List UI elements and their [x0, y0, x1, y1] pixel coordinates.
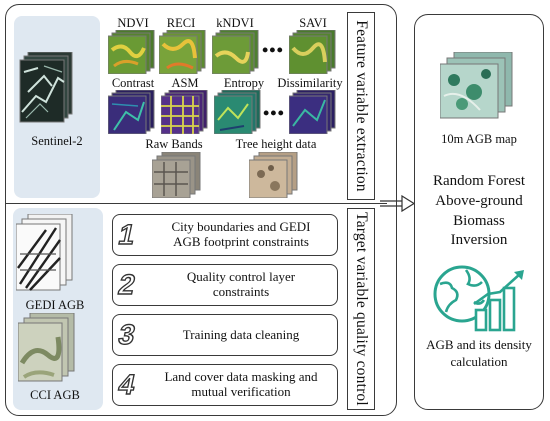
step-4-number: 4 — [115, 368, 139, 400]
section-divider — [5, 203, 387, 204]
feature-label-contrast: Contrast — [111, 76, 155, 90]
dissimilarity-thumbnail — [289, 90, 336, 134]
arrow-right-icon — [380, 195, 416, 213]
agb-map-label: 10m AGB map — [441, 132, 517, 146]
model-text: Random Forest Above-ground Biomass Inver… — [432, 173, 526, 249]
step-2-number: 2 — [115, 268, 139, 300]
right-panel — [414, 14, 544, 410]
feature-label-tree-height: Tree height data — [235, 137, 317, 151]
cci-label: CCI AGB — [30, 388, 80, 402]
feature-label-reci: RECI — [166, 16, 196, 30]
calc-text: AGB and its density calculation — [426, 337, 532, 370]
kndvi-thumbnail — [212, 30, 259, 74]
step-4: 4 Land cover data masking and mutual ver… — [112, 364, 338, 406]
step-4-text: Land cover data masking and mutual verif… — [164, 369, 318, 399]
ellipsis-row2: ••• — [263, 103, 285, 123]
agb-map-stack — [440, 52, 513, 119]
left-panel — [5, 4, 397, 416]
quality-control-label: Target variable quality control — [347, 208, 375, 410]
step-3: 3 Training data cleaning — [112, 314, 338, 356]
raw-bands-thumbnail — [152, 152, 201, 198]
savi-thumbnail — [289, 30, 336, 74]
feature-label-raw-bands: Raw Bands — [145, 137, 203, 151]
contrast-thumbnail — [108, 90, 155, 134]
ellipsis-row1: ••• — [262, 40, 284, 60]
gedi-label: GEDI AGB — [25, 298, 85, 312]
step-3-text: Training data cleaning — [182, 326, 300, 342]
asm-thumbnail — [161, 90, 208, 134]
feature-label-entropy: Entropy — [223, 76, 265, 90]
step-1-number: 1 — [115, 218, 139, 250]
feature-label-savi: SAVI — [299, 16, 327, 30]
sentinel-label: Sentinel-2 — [31, 134, 83, 148]
tree-height-thumbnail — [249, 152, 298, 198]
globe-chart-icon — [433, 265, 524, 332]
entropy-thumbnail — [214, 90, 261, 134]
feature-label-dissimilarity: Dissimilarity — [277, 76, 343, 90]
feature-label-ndvi: NDVI — [117, 16, 149, 30]
cci-image-stack — [18, 313, 75, 382]
feature-label-asm: ASM — [171, 76, 199, 90]
feature-extraction-label: Feature variable extraction — [347, 12, 375, 200]
quality-control-text: Target variable quality control — [353, 212, 370, 406]
reci-thumbnail — [159, 30, 206, 74]
feature-label-kndvi: kNDVI — [216, 16, 254, 30]
sentinel-image-stack — [19, 52, 73, 123]
step-1: 1 City boundaries and GEDI AGB footprint… — [112, 214, 338, 256]
step-3-number: 3 — [115, 318, 139, 350]
ndvi-thumbnail — [108, 30, 155, 74]
feature-extraction-text: Feature variable extraction — [353, 20, 370, 192]
step-2: 2 Quality control layer constraints — [112, 264, 338, 306]
step-1-text: City boundaries and GEDI AGB footprint c… — [171, 219, 311, 249]
step-2-text: Quality control layer constraints — [186, 269, 296, 299]
gedi-image-stack — [16, 214, 73, 291]
